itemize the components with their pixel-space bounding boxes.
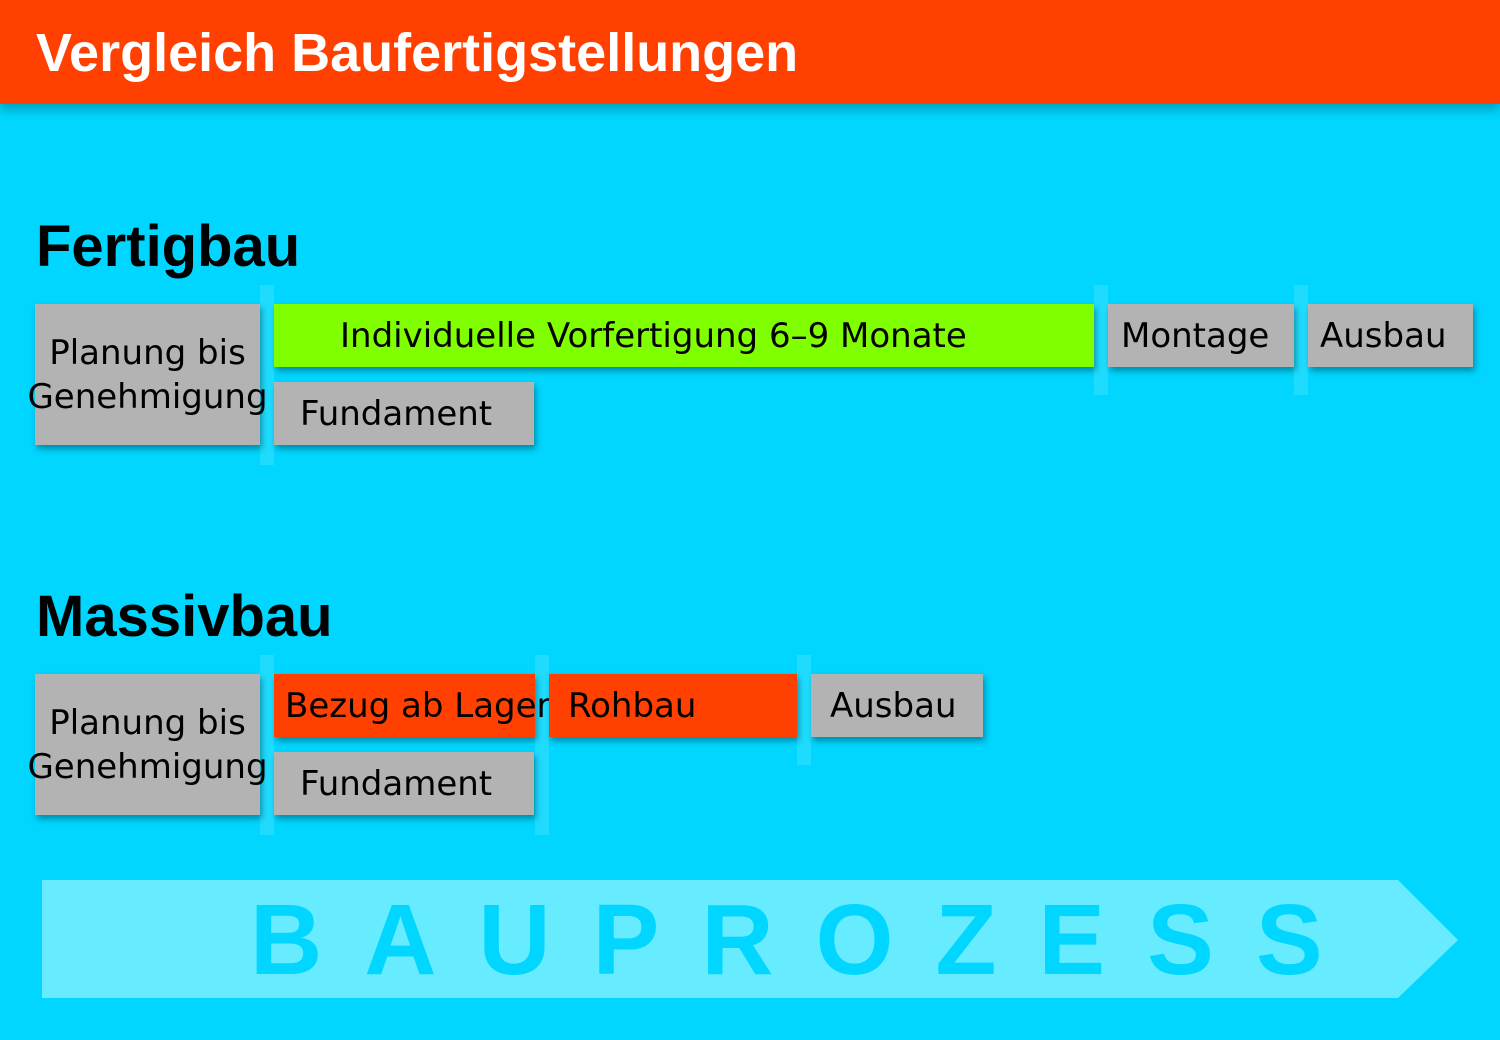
fertigbau-divider-3 — [1294, 285, 1308, 395]
massivbau-ausbau-box: Ausbau — [811, 674, 983, 737]
massivbau-bezug-box: Bezug ab Lager — [274, 674, 551, 737]
fertigbau-planung-label: Planung bis Genehmigung — [27, 332, 268, 417]
fertigbau-ausbau-box: Ausbau — [1308, 304, 1473, 367]
fertigbau-ausbau-label: Ausbau — [1320, 315, 1447, 356]
fertigbau-fundament-label: Fundament — [300, 393, 493, 434]
bauprozess-label: BAUPROZESS — [250, 884, 1365, 996]
massivbau-fundament-box: Fundament — [274, 752, 534, 815]
bauprozess-arrow-shape — [42, 880, 1458, 998]
massivbau-planung-label: Planung bis Genehmigung — [27, 702, 268, 787]
fertigbau-vorfertigung-label: Individuelle Vorfertigung 6–9 Monate — [340, 315, 967, 356]
page-title: Vergleich Baufertigstellungen — [36, 23, 799, 83]
header-bar: Vergleich Baufertigstellungen — [0, 0, 1500, 104]
fertigbau-fundament-box: Fundament — [274, 382, 534, 445]
fertigbau-montage-label: Montage — [1121, 315, 1270, 356]
fertigbau-vorfertigung-box: Individuelle Vorfertigung 6–9 Monate — [274, 304, 1094, 367]
massivbau-rohbau-label: Rohbau — [568, 685, 697, 726]
fertigbau-planung-box: Planung bis Genehmigung — [27, 304, 268, 445]
bauprozess-arrow — [42, 880, 1458, 998]
massivbau-divider-3 — [797, 655, 811, 765]
fertigbau-montage-box: Montage — [1108, 304, 1294, 367]
massivbau-divider-2 — [535, 655, 549, 835]
massivbau-divider-1 — [260, 655, 274, 835]
massivbau-planung-box: Planung bis Genehmigung — [27, 674, 268, 815]
fertigbau-divider-2 — [1094, 285, 1108, 395]
fertigbau-heading: Fertigbau — [36, 214, 301, 279]
massivbau-heading: Massivbau — [36, 584, 333, 649]
massivbau-fundament-label: Fundament — [300, 763, 493, 804]
massivbau-rohbau-box: Rohbau — [549, 674, 797, 737]
massivbau-ausbau-label: Ausbau — [830, 685, 957, 726]
fertigbau-divider-1 — [260, 285, 274, 465]
massivbau-bezug-label: Bezug ab Lager — [285, 685, 551, 726]
